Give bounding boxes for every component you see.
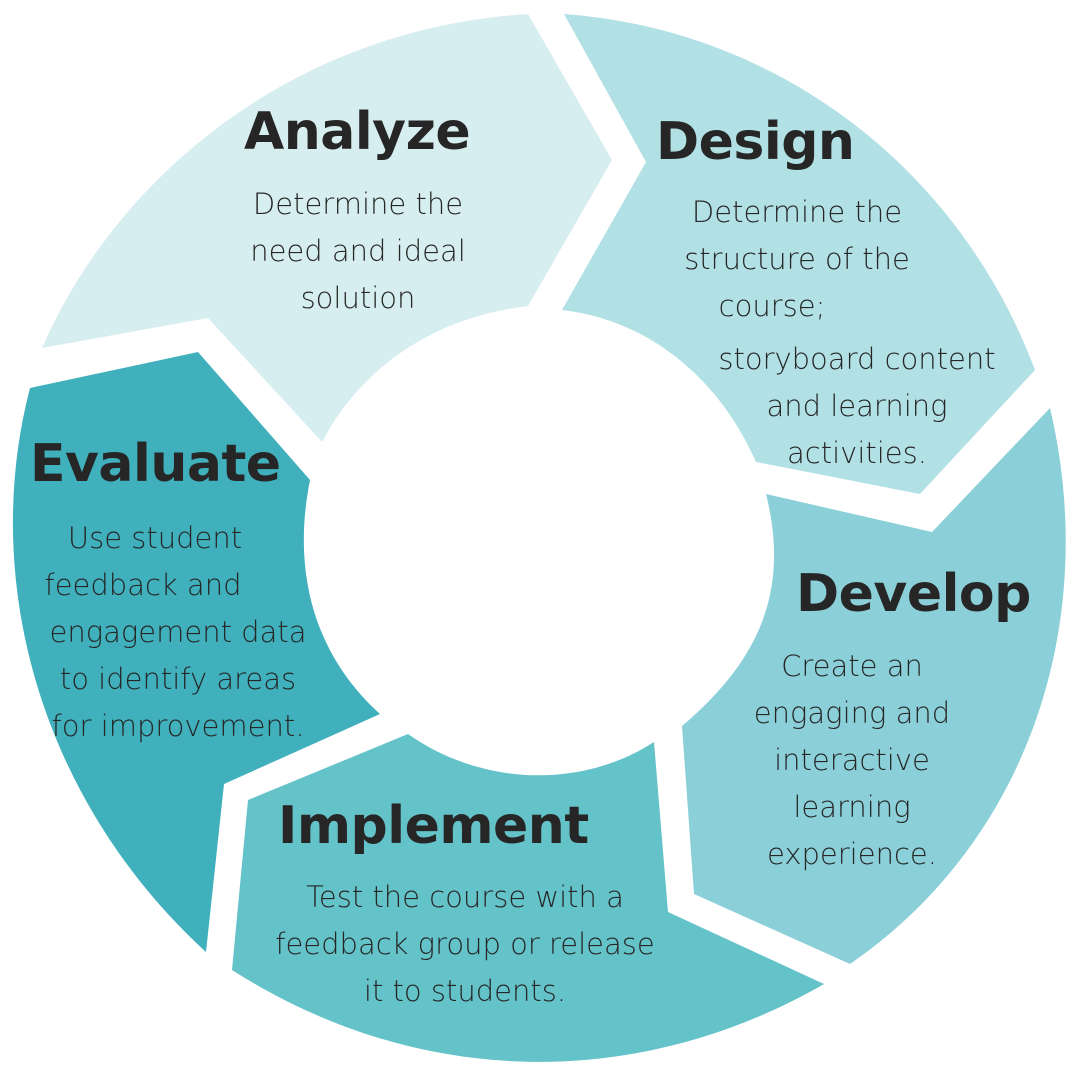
segment-develop [682, 408, 1066, 964]
stage-title-evaluate: Evaluate [30, 434, 281, 494]
stage-desc-develop: Create an engaging and interactive learn… [753, 649, 951, 871]
stage-desc-design-cont: storyboard content and learning activiti… [718, 342, 996, 470]
stage-title-design: Design [656, 112, 855, 172]
stage-desc-implement: Test the course with a feedback group or… [275, 880, 655, 1008]
segment-analyze [42, 14, 612, 442]
segment-evaluate [12, 352, 381, 952]
stage-desc-design: Determine the structure of the course; [684, 195, 910, 323]
segment-design [562, 14, 1035, 494]
stage-desc-analyze: Determine the need and ideal solution [250, 187, 466, 315]
stage-desc-evaluate: Use student feedback and engagement data… [44, 521, 307, 743]
stage-title-implement: Implement [278, 796, 589, 856]
stage-title-analyze: Analyze [244, 102, 471, 162]
segment-implement [232, 734, 824, 1062]
stage-title-develop: Develop [796, 564, 1031, 624]
